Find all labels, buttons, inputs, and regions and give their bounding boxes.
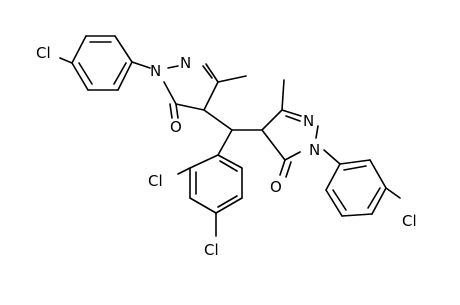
bond [205, 63, 219, 83]
bond [285, 115, 301, 122]
bond [169, 103, 173, 119]
bond [114, 35, 133, 63]
bond [341, 213, 373, 217]
bond [261, 109, 283, 131]
bond [323, 149, 341, 165]
bond [71, 62, 89, 91]
bond [175, 103, 179, 119]
bond [131, 61, 151, 69]
bond [284, 151, 301, 161]
pyrazolone-ring-lower [261, 79, 341, 178]
bond [325, 163, 341, 191]
atom-label-n-upper-2: N [180, 54, 191, 72]
atom-label-cl-ortho: Cl [148, 172, 163, 190]
bond [332, 189, 347, 211]
bond [203, 81, 219, 111]
bond [219, 160, 238, 172]
bond [325, 189, 343, 217]
dichlorophenyl-ring [177, 154, 243, 237]
bond [339, 159, 371, 165]
bond [217, 195, 238, 208]
bond [177, 167, 191, 175]
bond [315, 125, 319, 139]
bond [202, 65, 213, 79]
bond [285, 161, 292, 178]
bond [167, 65, 179, 69]
bond [113, 62, 127, 85]
bond [281, 109, 302, 117]
bond [189, 197, 217, 214]
bond [78, 62, 93, 85]
pyrazolone-ring-upper [163, 63, 247, 131]
atom-label-cl-bottom-right: Cl [402, 212, 417, 230]
chlorophenyl-ring-top-left [59, 35, 151, 91]
bond [217, 154, 243, 169]
atom-label-cl-para: Cl [204, 241, 219, 259]
bond [371, 187, 387, 215]
bond [217, 75, 247, 83]
bond [189, 154, 219, 169]
bond [175, 103, 205, 111]
atom-label-o-left: O [170, 118, 182, 136]
chlorophenyl-ring-bottom-right [325, 159, 401, 217]
bond [281, 79, 285, 111]
bond [117, 61, 133, 91]
atom-label-n-upper-1: N [150, 62, 161, 80]
bond [385, 187, 401, 199]
bond [217, 129, 233, 156]
bond [71, 35, 87, 64]
bond [369, 159, 387, 189]
atom-label-n-right-2: N [309, 141, 320, 159]
atom-label-cl-top-left: Cl [36, 44, 51, 62]
bond [279, 159, 286, 176]
atom-label-o-right: O [270, 178, 282, 196]
bond [203, 109, 233, 131]
bond [215, 197, 243, 214]
bond [163, 81, 177, 105]
bond [261, 129, 286, 161]
atom-label-n-right-1: N [303, 112, 314, 130]
bond [59, 57, 73, 64]
bond [367, 187, 381, 209]
bond [343, 165, 367, 171]
